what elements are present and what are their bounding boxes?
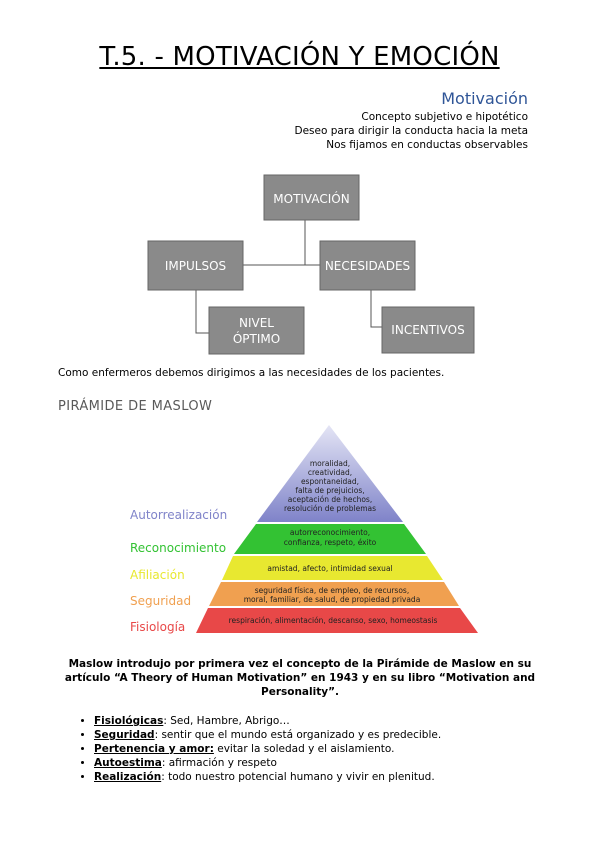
list-item-text: sentir que el mundo está organizado y es… [158,729,442,741]
list-item-text: todo nuestro potencial humano y vivir en… [164,771,435,783]
definition-line: Deseo para dirigir la conducta hacia la … [294,125,528,137]
maslow-pyramid: moralidad, creatividad, espontaneidad, f… [130,425,478,634]
label-afiliacion: Afiliación [130,568,185,582]
list-item-separator: : [161,771,165,783]
nursing-paragraph: Como enfermeros debemos dirigimos a las … [58,367,445,379]
list-item-term: Pertenencia y amor: [94,743,214,755]
pyramid-side-labels: Autorrealización Reconocimiento Afiliaci… [130,508,227,634]
fisiologia-text: respiración, alimentación, descanso, sex… [229,616,438,625]
diagram-connectors [195,220,382,334]
pyramid-level-seguridad [209,582,459,606]
list-item-text: Sed, Hambre, Abrigo… [166,715,290,727]
box-label: NECESIDADES [325,259,410,273]
label-autorrealizacion: Autorrealización [130,508,227,522]
motivation-concept-diagram: MOTIVACIÓN IMPULSOS NECESIDADES NIVEL ÓP… [147,174,475,355]
list-item-term: Autoestima [94,757,162,769]
maslow-paragraph: Maslow introdujo por primera vez el conc… [64,658,536,698]
list-item-separator: : [154,729,159,741]
maslow-heading: PIRÁMIDE DE MASLOW [58,399,213,414]
needs-list: Fisiológicas: Sed, Hambre, Abrigo… Segur… [58,714,441,784]
pyramid-levels [196,425,478,633]
box-label: MOTIVACIÓN [273,191,349,206]
box-label: INCENTIVOS [391,323,464,337]
label-seguridad: Seguridad [130,594,191,608]
page-title: T.5. - MOTIVACIÓN Y EMOCIÓN [99,42,500,72]
pyramid-level-afiliacion [222,556,443,580]
box-label-line1: NIVEL [239,316,274,330]
afiliacion-text: amistad, afecto, intimidad sexual [267,564,392,573]
autorrealizacion-text: creatividad, [308,468,352,477]
reconocimiento-text: confianza, respeto, éxito [284,538,377,547]
autorrealizacion-text: moralidad, [310,459,350,468]
definition-line: Concepto subjetivo e hipotético [361,111,528,123]
autorrealizacion-text: aceptación de hechos, [288,495,372,504]
list-item-text: afirmación y respeto [165,757,277,769]
box-impulsos: IMPULSOS [147,240,244,291]
motivacion-definition: Concepto subjetivo e hipotético Deseo pa… [295,110,528,152]
pyramid-level-text: moralidad, creatividad, espontaneidad, f… [229,459,438,625]
list-item: Seguridad: sentir que el mundo está orga… [94,728,441,742]
list-item-term: Realización [94,771,162,783]
pyramid-level-autorrealizacion [257,425,403,522]
reconocimiento-text: autorreconocimiento, [290,528,370,537]
box-label-line2: ÓPTIMO [233,331,280,346]
label-fisiologia: Fisiología [130,620,185,634]
autorrealizacion-text: resolución de problemas [284,504,376,513]
pyramid-level-reconocimiento [234,524,426,554]
list-item: Autoestima: afirmación y respeto [94,756,441,770]
section-heading-motivacion: Motivación [441,89,528,108]
list-item-separator: : [163,715,167,727]
seguridad-text: moral, familiar, de salud, de propiedad … [244,595,421,604]
box-motivacion: MOTIVACIÓN [263,174,360,221]
box-nivel-optimo: NIVEL ÓPTIMO [208,306,305,355]
list-item: Pertenencia y amor: evitar la soledad y … [94,742,441,756]
list-item-text: evitar la soledad y el aislamiento. [213,743,395,755]
box-necesidades: NECESIDADES [319,240,416,291]
list-item-separator: : [161,757,166,769]
definition-line: Nos fijamos en conductas observables [326,139,528,151]
seguridad-text: seguridad física, de empleo, de recursos… [255,586,409,595]
list-item: Realización: todo nuestro potencial huma… [94,770,441,784]
autorrealizacion-text: falta de prejuicios, [295,486,364,495]
list-item-term: Seguridad [94,729,155,741]
box-incentivos: INCENTIVOS [381,306,475,354]
list-item-term: Fisiológicas [94,715,164,727]
list-item: Fisiológicas: Sed, Hambre, Abrigo… [94,714,441,728]
label-reconocimiento: Reconocimiento [130,541,226,555]
pyramid-level-fisiologia [196,608,478,633]
autorrealizacion-text: espontaneidad, [301,477,359,486]
box-label: IMPULSOS [165,259,226,273]
